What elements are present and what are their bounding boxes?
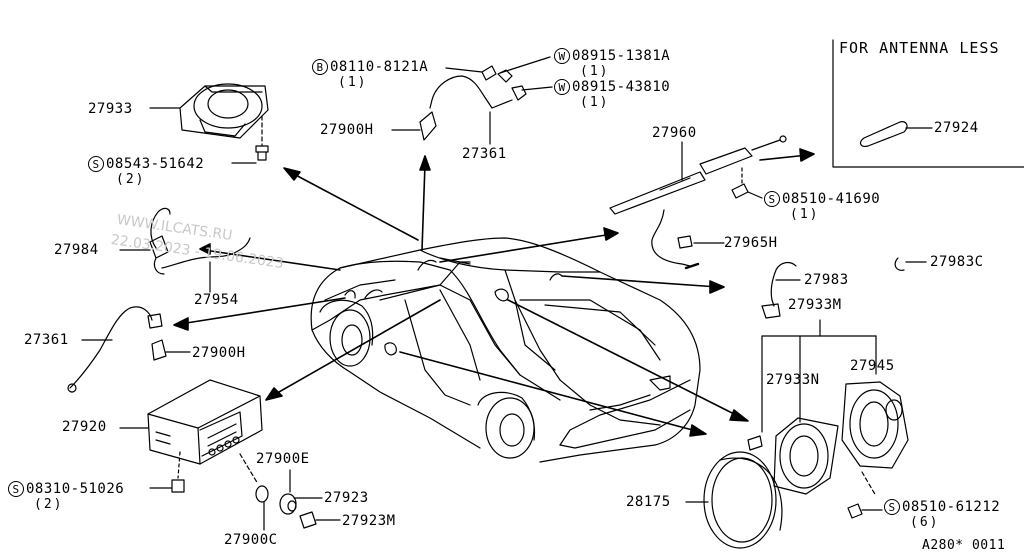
screw-symbol-icon: S bbox=[8, 481, 24, 497]
part-label-27900e[interactable]: 27900E bbox=[256, 451, 310, 467]
part-label-27361-top[interactable]: 27361 bbox=[462, 146, 507, 162]
antenna-less-title: FOR ANTENNA LESS bbox=[839, 39, 1000, 57]
part-label-27983c[interactable]: 27983C bbox=[930, 254, 984, 270]
part-label-27923m[interactable]: 27923M bbox=[342, 513, 396, 529]
cable-27361-left-drawing bbox=[67, 306, 191, 393]
screw-symbol-icon: S bbox=[88, 156, 104, 172]
leader-arrows bbox=[173, 148, 815, 437]
cable-27361-top-drawing bbox=[391, 56, 553, 145]
part-label-27900c[interactable]: 27900C bbox=[224, 532, 278, 548]
part-qty-08915-b: (1) bbox=[580, 95, 610, 110]
antenna-27960-drawing bbox=[609, 135, 787, 270]
part-number: 08915-1381A bbox=[572, 48, 671, 64]
radio-27920-drawing bbox=[119, 379, 263, 493]
part-number: 08915-43810 bbox=[572, 79, 671, 95]
bracket-27933m bbox=[761, 319, 877, 433]
screw-symbol-icon: S bbox=[884, 499, 900, 515]
part-qty-08543: (2) bbox=[116, 172, 146, 187]
car-body bbox=[310, 237, 701, 463]
part-label-27945[interactable]: 27945 bbox=[850, 358, 895, 374]
part-label-27933m[interactable]: 27933M bbox=[788, 297, 842, 313]
speaker-27933-drawing bbox=[149, 83, 269, 164]
part-label-27933n[interactable]: 27933N bbox=[766, 372, 820, 388]
part-label-27361-left[interactable]: 27361 bbox=[24, 332, 69, 348]
part-qty-08915-a: (1) bbox=[580, 64, 610, 79]
part-number: 08310-51026 bbox=[26, 481, 125, 497]
part-qty-08310: (2) bbox=[34, 497, 64, 512]
part-label-27954[interactable]: 27954 bbox=[194, 292, 239, 308]
screw-symbol-icon: S bbox=[764, 191, 780, 207]
part-label-27984[interactable]: 27984 bbox=[54, 242, 99, 258]
part-label-27900h-top[interactable]: 27900H bbox=[320, 122, 374, 138]
part-number: 08510-61212 bbox=[902, 499, 1001, 515]
part-number: 08510-41690 bbox=[782, 191, 881, 207]
part-label-27923[interactable]: 27923 bbox=[324, 490, 369, 506]
part-qty-08510-b: (6) bbox=[910, 515, 940, 530]
part-label-27983[interactable]: 27983 bbox=[804, 272, 849, 288]
part-label-27960[interactable]: 27960 bbox=[652, 125, 697, 141]
part-label-27900h-left[interactable]: 27900H bbox=[192, 345, 246, 361]
cable-27983-drawing bbox=[761, 257, 927, 319]
part-label-27924[interactable]: 27924 bbox=[934, 120, 979, 136]
plate-27945-drawing bbox=[841, 381, 909, 519]
washer-symbol-icon: W bbox=[554, 79, 570, 95]
part-number: 08543-51642 bbox=[106, 156, 205, 172]
part-number: 08110-8121A bbox=[330, 59, 429, 75]
figure-code: A280* 0011 bbox=[922, 538, 1006, 553]
part-label-27933[interactable]: 27933 bbox=[88, 101, 133, 117]
washer-symbol-icon: W bbox=[554, 48, 570, 64]
antenna-less-frame bbox=[832, 39, 1024, 168]
part-qty-08110: (1) bbox=[338, 75, 368, 90]
part-label-28175[interactable]: 28175 bbox=[626, 494, 671, 510]
plug-27924-drawing bbox=[859, 121, 933, 147]
grille-28175-drawing bbox=[685, 451, 783, 549]
part-qty-08510-a: (1) bbox=[790, 207, 820, 222]
bolt-symbol-icon: B bbox=[312, 59, 328, 75]
knobs-27923-drawing bbox=[239, 453, 341, 531]
part-label-27920[interactable]: 27920 bbox=[62, 419, 107, 435]
cable-27984-drawing bbox=[119, 207, 251, 293]
part-label-27965h[interactable]: 27965H bbox=[724, 235, 778, 251]
